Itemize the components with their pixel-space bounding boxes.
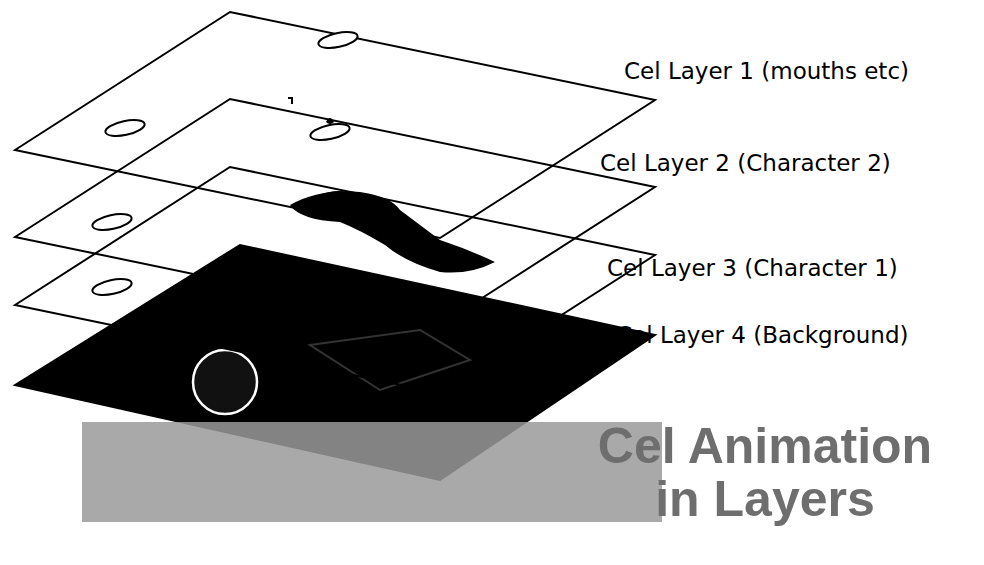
background-detail: [310, 330, 470, 390]
layer-label: Cel Layer 3 (Character 1): [605, 255, 900, 281]
peg-hole: [91, 276, 133, 298]
peg-hole: [317, 29, 359, 51]
layer-label: Cel Layer 2 (Character 2): [598, 150, 893, 176]
mouth-mark: [326, 118, 334, 124]
character-1: [285, 284, 434, 303]
cel-layer-outline: [15, 12, 655, 238]
peg-hole: [104, 117, 146, 139]
peg-hole: [91, 211, 133, 233]
layer-label: Cel Layer 1 (mouths etc): [622, 58, 911, 84]
layer-label: Cel Layer 4 (Background): [614, 322, 910, 348]
character-2: [290, 191, 495, 272]
background-circle: [193, 350, 257, 414]
grey-band: [82, 422, 662, 522]
mouth-mark: [288, 98, 292, 104]
title: Cel Animation in Layers: [575, 420, 955, 525]
peg-hole: [309, 121, 351, 143]
cel-layer-outline: [15, 167, 655, 393]
cel-layer-outline: [15, 99, 655, 325]
